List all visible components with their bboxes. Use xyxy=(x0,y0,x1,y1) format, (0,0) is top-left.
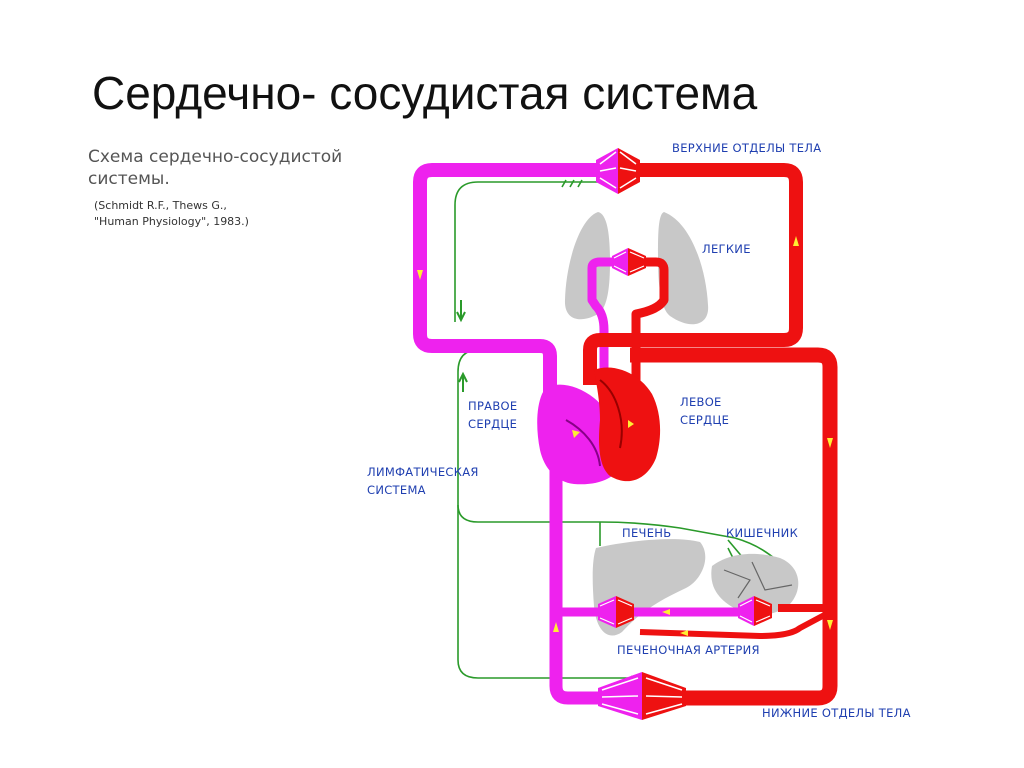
lymph-lower-vessel xyxy=(457,505,655,679)
lymph-up-arrow xyxy=(458,371,468,392)
lymph-upper-vessel xyxy=(454,181,600,322)
superior-vena-cava xyxy=(413,163,596,420)
lymphatic-vessels xyxy=(454,179,791,684)
flow-arrow-descending xyxy=(827,620,833,630)
hepatic-artery xyxy=(639,609,832,639)
label-right-heart-2: СЕРДЦЕ xyxy=(468,417,517,431)
capillary-liver xyxy=(598,596,634,628)
citation-line-2: "Human Physiology", 1983.) xyxy=(94,215,249,228)
upper-body-artery xyxy=(583,163,803,385)
aorta xyxy=(630,347,838,706)
caption-line-2: системы. xyxy=(88,169,170,189)
label-upper-body: ВЕРХНИЕ ОТДЕЛЫ ТЕЛА xyxy=(672,141,821,155)
label-intestine: КИШЕЧНИК xyxy=(726,526,798,540)
intestine-organ xyxy=(711,553,799,615)
flow-arrow-ivc xyxy=(553,622,559,632)
flow-arrows xyxy=(417,236,833,636)
heart xyxy=(537,367,661,485)
left-lung xyxy=(564,212,610,320)
caption-line-1: Схема сердечно-сосудистой xyxy=(88,147,343,167)
diagram-caption: Схема сердечно-сосудистой системы. xyxy=(88,146,342,190)
flow-arrow-portal xyxy=(662,609,670,615)
label-left-heart-2: СЕРДЦЕ xyxy=(680,413,729,427)
label-lymphatic-1: ЛИМФАТИЧЕСКАЯ xyxy=(367,465,479,479)
diagram-labels: ВЕРХНИЕ ОТДЕЛЫ ТЕЛА ЛЕГКИЕ ПРАВОЕ СЕРДЦЕ… xyxy=(367,141,911,720)
capillary-lungs xyxy=(612,248,646,276)
citation-line-1: (Schmidt R.F., Thews G., xyxy=(94,199,227,212)
label-lower-body: НИЖНИЕ ОТДЕЛЫ ТЕЛА xyxy=(762,706,911,720)
lymph-down-arrow xyxy=(456,300,466,323)
label-right-heart-1: ПРАВОЕ xyxy=(468,399,517,413)
slide-title: Сердечно- сосудистая система xyxy=(92,67,758,119)
label-liver: ПЕЧЕНЬ xyxy=(622,526,671,540)
flow-arrow-aorta xyxy=(827,438,833,448)
flow-arrow-hepatic xyxy=(680,630,688,636)
flow-arrow-heart-left xyxy=(628,420,634,428)
label-lungs: ЛЕГКИЕ xyxy=(702,242,751,256)
diagram-citation: (Schmidt R.F., Thews G., "Human Physiolo… xyxy=(94,198,249,230)
flow-arrow-heart-right xyxy=(572,430,580,438)
arterial-vessels xyxy=(583,163,838,706)
label-lymphatic-2: СИСТЕМА xyxy=(367,483,426,497)
capillary-intestine xyxy=(738,596,772,626)
pulmonary-vein xyxy=(631,257,669,410)
venous-vessels xyxy=(413,163,738,705)
pulmonary-artery xyxy=(587,257,612,450)
label-left-heart-1: ЛЕВОЕ xyxy=(680,395,722,409)
flow-arrow-svc xyxy=(417,270,423,280)
inferior-vena-cava xyxy=(549,440,598,705)
right-lung xyxy=(658,212,709,325)
flow-arrow-ascending xyxy=(793,236,799,246)
left-heart xyxy=(594,367,661,482)
capillary-upper xyxy=(596,148,640,194)
label-hepatic-artery: ПЕЧЕНОЧНАЯ АРТЕРИЯ xyxy=(617,643,760,657)
capillary-lower xyxy=(598,672,686,720)
